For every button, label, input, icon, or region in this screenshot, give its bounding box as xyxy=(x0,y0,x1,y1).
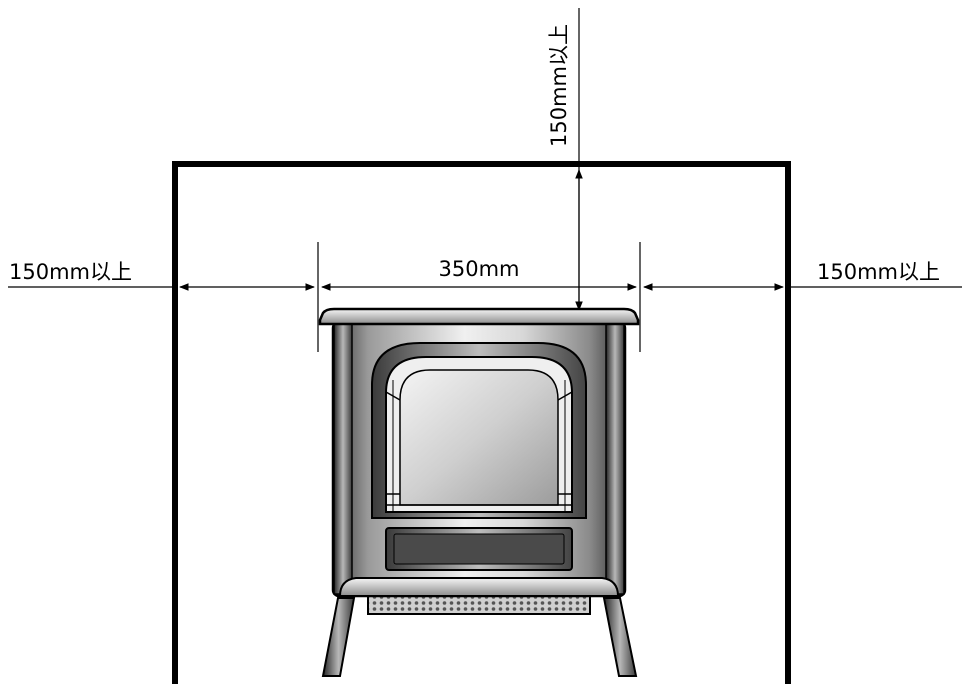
top-clearance-label: 150mm以上 xyxy=(547,24,571,147)
top-plate xyxy=(318,307,640,326)
enclosure-outline xyxy=(172,161,791,684)
glass-window xyxy=(399,369,559,506)
width-label: 350mm xyxy=(439,257,520,281)
right-clearance-label: 150mm以上 xyxy=(817,260,940,284)
left-clearance-label: 150mm以上 xyxy=(9,260,132,284)
electric-stove-illustration xyxy=(318,307,640,677)
horizontal-dimensions: 150mm以上 350mm 150mm以上 xyxy=(8,242,962,352)
top-clearance-dimension: 150mm以上 xyxy=(547,8,583,312)
